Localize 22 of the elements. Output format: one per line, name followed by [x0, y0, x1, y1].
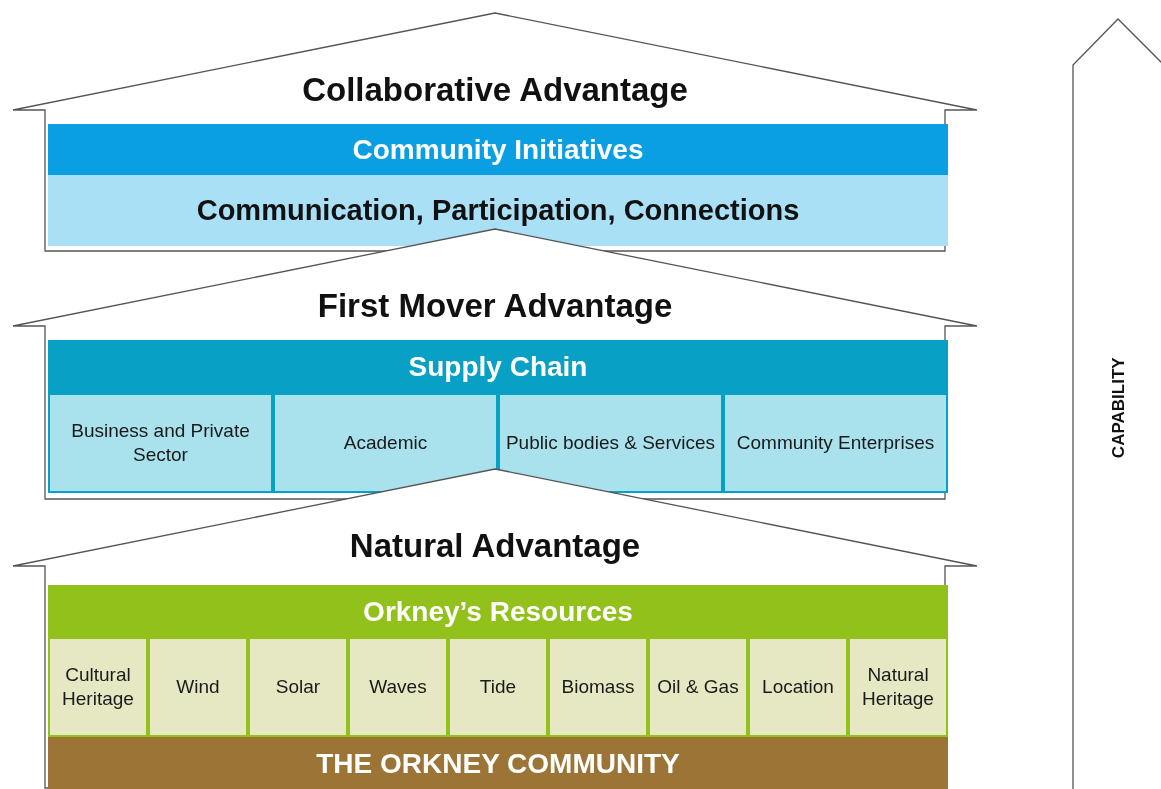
resource-cell: Location [748, 637, 848, 737]
base-band: THE ORKNEY COMMUNITY [48, 737, 948, 789]
resource-cell: Biomass [548, 637, 648, 737]
tier-title: Collaborative Advantage [302, 70, 688, 110]
sector-cell: Academic [273, 393, 498, 493]
header-band: Orkney’s Resources [48, 585, 948, 637]
resource-cell: Solar [248, 637, 348, 737]
axis-label: CAPABILITY [1107, 357, 1129, 459]
resource-cell: Wind [148, 637, 248, 737]
header-band: Supply Chain [48, 340, 948, 393]
resource-cell: Cultural Heritage [48, 637, 148, 737]
tier-title: First Mover Advantage [317, 286, 673, 326]
sector-cell: Business and Private Sector [48, 393, 273, 493]
resource-cell: Waves [348, 637, 448, 737]
resource-cell: Oil & Gas [648, 637, 748, 737]
sector-cell: Public bodies & Services [498, 393, 723, 493]
resource-cell: Natural Heritage [848, 637, 948, 737]
sector-cell: Community Enterprises [723, 393, 948, 493]
tier-title: Natural Advantage [349, 526, 641, 566]
text-band: Communication, Participation, Connections [48, 175, 948, 246]
resource-cell: Tide [448, 637, 548, 737]
header-band: Community Initiatives [48, 124, 948, 175]
